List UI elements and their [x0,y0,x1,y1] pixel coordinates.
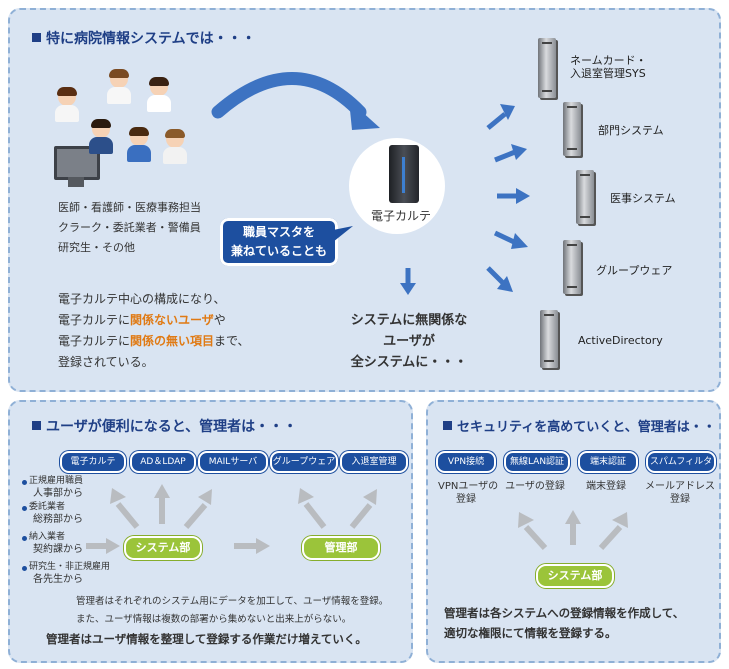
server-icon [563,240,581,294]
source-dept: 人事部から [33,488,83,499]
server-icon [538,38,556,98]
people-caption-line: 医師・看護師・医療事務担当 [58,201,201,214]
clerk-icon [88,119,114,154]
result-text: システムに無関係な ユーザが 全システムに・・・ [340,310,478,373]
chip-caption: VPNユーザの登録 [438,481,499,505]
chip-mail-server: MAILサーバ [198,451,268,473]
description-line: 電子カルテに関係の無い項目まで、 [58,334,250,348]
callout-line: 職員マスタを [242,225,315,239]
arrow-head-icon [349,100,380,130]
chip-access-control: 入退室管理 [340,451,408,473]
chip-vpn: VPN接続 [436,451,496,473]
ehr-label: 電子カルテ [371,209,432,223]
bullet-icon [22,506,27,511]
callout-pointer [333,226,353,242]
chip-groupware: グループウェア [270,451,338,473]
server-label: ネームカード・入退室管理SYS [570,54,647,80]
people-caption-line: 研究生・その他 [58,241,135,254]
doctor-icon [146,77,172,112]
ehr-server-icon [389,145,419,203]
security-system-dept-button: システム部 [536,564,614,588]
spoke-arrows [400,104,530,295]
bottom-right-emphasis: 適切な権限にて情報を登録する。 [444,626,617,640]
result-line: システムに無関係な [350,313,468,328]
source-role: 納入業者 [29,532,66,542]
people-caption-line: クラーク・委託業者・警備員 [58,221,201,234]
staff-icon [126,127,152,162]
description-line: 登録されている。 [58,355,154,369]
curved-arrow-icon [211,72,367,119]
bullet-icon [22,566,27,571]
server-icon [540,310,558,368]
source-role: 正規雇用職員 [29,476,84,486]
source-dept: 総務部から [33,514,83,525]
bottom-left-note: また、ユーザ情報は複数の部署から集めないと出来上がらない。 [76,614,352,625]
callout-line: 兼ねていることも [230,244,327,258]
chip-ehr: 電子カルテ [60,451,126,473]
bottom-left-note: 管理者はそれぞれのシステム用にデータを加工して、ユーザ情報を登録。 [76,596,389,607]
source-dept: 契約課から [33,544,83,555]
bullet-icon [22,536,27,541]
bottom-left-emphasis: 管理者はユーザ情報を整理して登録する作業だけ増えていく。 [46,632,367,646]
chip-ad-ldap: AD＆LDAP [130,451,196,473]
bottom-left-panel [8,400,413,663]
bottom-right-emphasis: 管理者は各システムへの登録情報を作成して、 [444,606,685,620]
nurse-icon [106,69,132,104]
bullet-icon [22,480,27,485]
source-role: 委託業者 [29,502,66,512]
researcher-icon [162,129,188,164]
result-line: 全システムに・・・ [350,355,468,370]
server-icon [576,170,594,224]
server-label: 医事システム [610,192,676,205]
source-dept: 各先生から [33,574,83,585]
bottom-right-title: セキュリティを高めていくと、管理者は・・ [443,416,716,435]
description-line: 電子カルテに関係ないユーザや [58,313,226,327]
staff-master-callout: 職員マスタを 兼ねていることも [220,218,338,266]
chip-wireless-auth: 無線LAN認証 [504,451,570,473]
source-role: 研究生・非正規雇用 [29,562,111,572]
system-dept-button: システム部 [124,536,202,560]
staff-illustration [48,66,198,196]
server-label: ActiveDirectory [578,334,663,347]
top-panel-title: 特に病院情報システムでは・・・ [32,28,256,48]
server-icon [563,102,581,156]
chip-caption: 端末登録 [586,481,626,492]
server-label: 部門システム [598,124,664,137]
chip-terminal-auth: 端末認証 [578,451,638,473]
description-line: 電子カルテ中心の構成になり、 [58,292,226,306]
result-line: ユーザが [383,334,435,349]
chip-spam-filter: スパムフィルタ [646,451,716,473]
bottom-left-title: ユーザが便利になると、管理者は・・・ [32,416,297,436]
chip-caption: ユーザの登録 [505,481,565,492]
chip-caption: メールアドレス登録 [645,481,715,505]
monitor-stand-icon [68,177,84,187]
server-label: グループウェア [596,264,673,277]
admin-dept-button: 管理部 [302,536,380,560]
nurse-icon [54,87,80,122]
